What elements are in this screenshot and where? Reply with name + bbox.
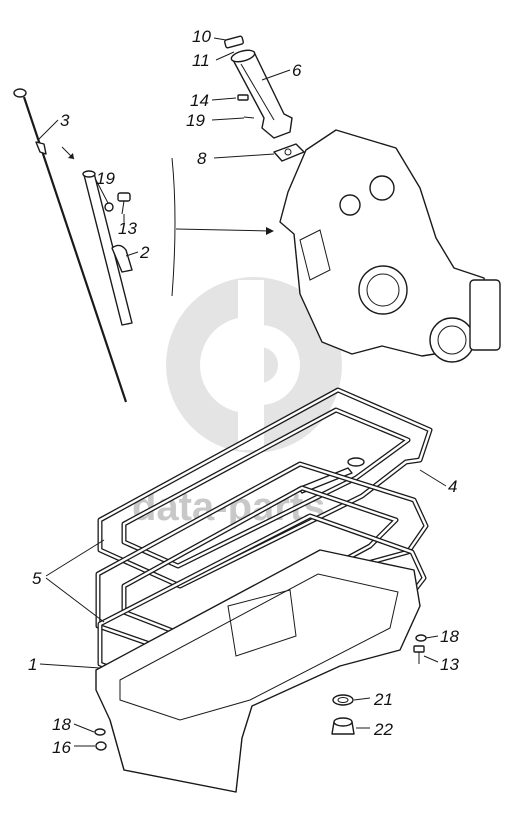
callout-3: 3 — [60, 111, 70, 130]
callout-5: 5 — [32, 569, 42, 588]
part-22-drain-plug — [331, 717, 355, 735]
callout-6: 6 — [292, 61, 302, 80]
callout-8: 8 — [197, 149, 207, 168]
part-6-filler-tube — [230, 49, 293, 139]
leader-lines — [37, 37, 447, 747]
callout-11: 11 — [192, 51, 210, 70]
callout-18-right: 18 — [440, 627, 459, 646]
part-18-washer-top — [415, 634, 427, 642]
callout-2: 2 — [139, 243, 150, 262]
callout-16: 16 — [52, 738, 71, 757]
part-13-bolt-lower — [413, 645, 425, 664]
part-21-washer — [332, 694, 354, 706]
part-16-nut — [95, 741, 107, 751]
part-3-dipstick — [13, 88, 128, 403]
part-13-bolt — [104, 192, 131, 215]
callout-14: 14 — [190, 91, 209, 110]
callout-labels: 10 11 6 14 19 3 8 19 13 2 4 5 18 13 1 21… — [28, 27, 459, 757]
part-1-oil-pan — [95, 549, 421, 793]
callout-13-tube: 13 — [118, 219, 137, 238]
part-18-washer-bottom — [94, 728, 106, 736]
callout-18-left: 18 — [52, 715, 71, 734]
callout-4: 4 — [448, 477, 457, 496]
watermark-logo-icon — [166, 277, 342, 453]
callout-21: 21 — [373, 690, 393, 709]
gear-housing — [279, 129, 501, 363]
part-19-seal — [243, 116, 255, 119]
callout-19-tube: 19 — [96, 169, 115, 188]
callout-19-upper: 19 — [186, 111, 205, 130]
callout-13-right: 13 — [440, 655, 459, 674]
callout-1: 1 — [28, 655, 37, 674]
part-8-gasket — [273, 143, 305, 162]
part-14-pin — [237, 94, 249, 101]
part-10-cap — [224, 35, 244, 49]
assembly-arrows — [61, 146, 274, 297]
part-2-guide-tube — [82, 170, 133, 326]
callout-10: 10 — [192, 27, 211, 46]
callout-22: 22 — [373, 720, 393, 739]
